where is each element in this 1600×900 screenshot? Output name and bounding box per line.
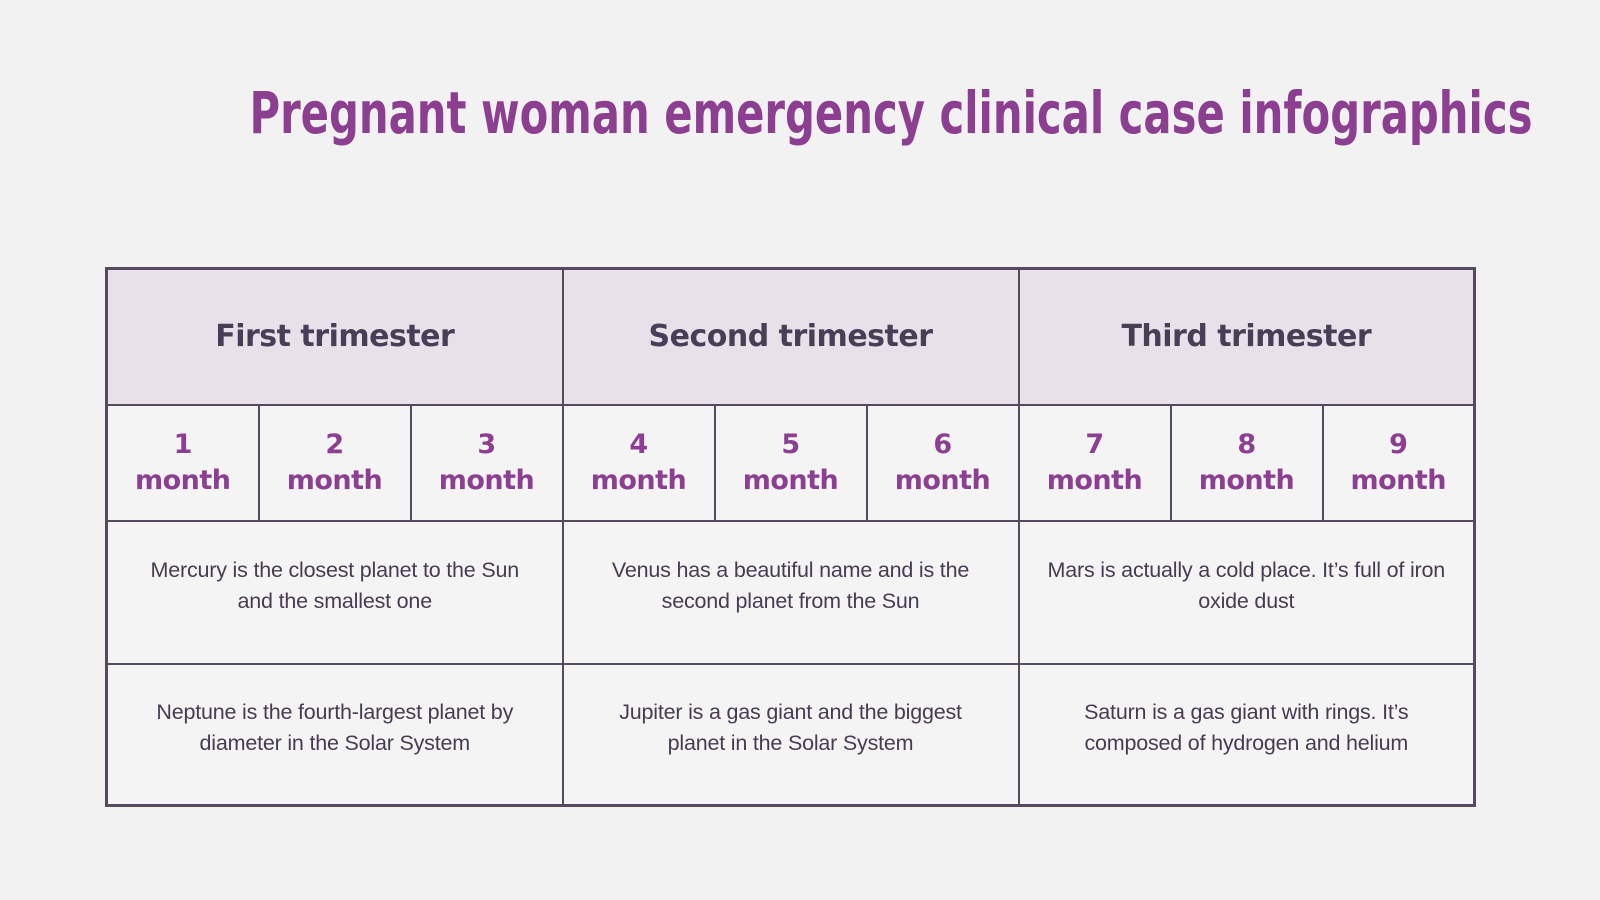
month-number: 6 [933,428,952,460]
month-cell-1: 1 month [105,403,260,522]
trimester-header-second: Second trimester [561,267,1020,406]
fact-row-1: Mercury is the closest planet to the Sun… [105,519,1476,665]
fact-text: Saturn is a gas giant with rings. It’s c… [1084,700,1409,756]
month-unit: month [590,464,687,496]
fact-text: Jupiter is a gas giant and the biggest p… [619,700,962,756]
month-number: 2 [325,428,344,460]
fact-cell-first-1: Mercury is the closest planet to the Sun… [105,519,564,665]
trimester-header-label: First trimester [215,319,455,355]
month-unit: month [742,464,839,496]
fact-row-2: Neptune is the fourth-largest planet by … [105,662,1476,807]
trimester-table: First trimester Second trimester Third t… [105,267,1477,807]
fact-text: Venus has a beautiful name and is the se… [611,558,970,613]
trimester-header-third: Third trimester [1017,267,1476,406]
month-number: 5 [781,428,800,460]
month-cell-3: 3 month [409,403,564,522]
month-unit: month [286,464,383,496]
month-number: 4 [629,428,648,460]
fact-cell-second-2: Jupiter is a gas giant and the biggest p… [561,662,1020,807]
month-unit: month [1046,464,1143,496]
month-number: 3 [477,428,496,460]
fact-cell-first-2: Neptune is the fourth-largest planet by … [105,662,564,807]
month-unit: month [1350,464,1447,496]
month-cell-8: 8 month [1169,403,1324,522]
fact-text: Mercury is the closest planet to the Sun… [150,558,520,613]
fact-text: Mars is actually a cold place. It’s full… [1047,558,1446,613]
month-unit: month [134,464,231,496]
trimester-header-row: First trimester Second trimester Third t… [105,267,1476,406]
month-header-row: 1 month 2 month 3 month 4 month 5 month … [105,403,1476,522]
trimester-header-label: Second trimester [648,319,934,355]
month-number: 9 [1389,428,1408,460]
month-cell-6: 6 month [865,403,1020,522]
month-cell-4: 4 month [561,403,716,522]
month-unit: month [438,464,535,496]
fact-cell-third-1: Mars is actually a cold place. It’s full… [1017,519,1476,665]
month-number: 7 [1085,428,1104,460]
month-number: 1 [173,428,193,460]
page-title-text: Pregnant woman emergency clinical case i… [249,79,1533,147]
month-cell-2: 2 month [257,403,412,522]
month-number: 8 [1237,428,1256,460]
fact-cell-second-1: Venus has a beautiful name and is the se… [561,519,1020,665]
month-unit: month [1198,464,1295,496]
trimester-header-first: First trimester [105,267,564,406]
page-title: Pregnant woman emergency clinical case i… [0,82,1600,160]
month-cell-9: 9 month [1321,403,1476,522]
fact-text: Neptune is the fourth-largest planet by … [156,700,514,756]
month-cell-5: 5 month [713,403,868,522]
fact-cell-third-2: Saturn is a gas giant with rings. It’s c… [1017,662,1476,807]
month-unit: month [894,464,991,496]
month-cell-7: 7 month [1017,403,1172,522]
trimester-header-label: Third trimester [1121,319,1372,355]
